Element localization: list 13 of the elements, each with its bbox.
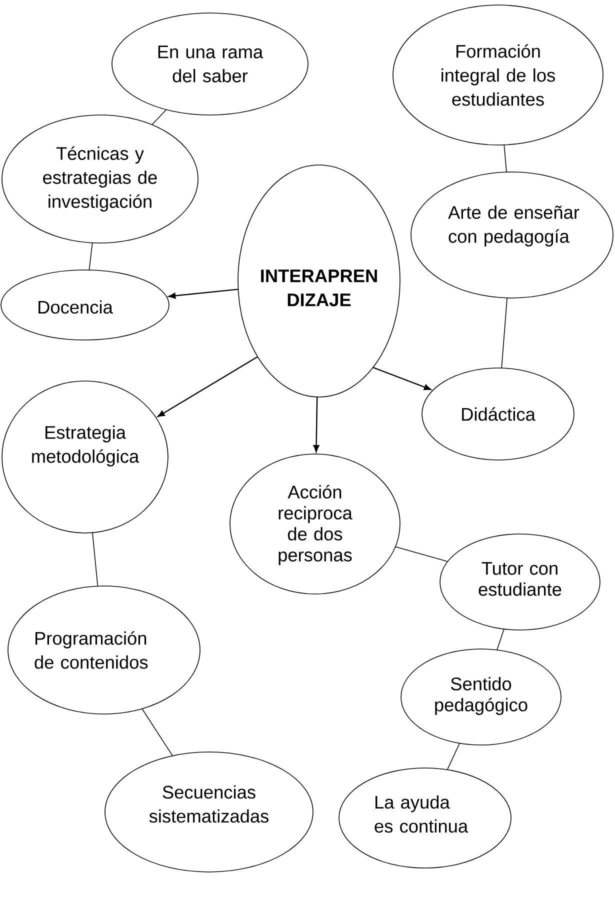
connector-line bbox=[504, 144, 507, 172]
arrow bbox=[168, 288, 238, 299]
arrow bbox=[313, 396, 320, 452]
connector-line bbox=[501, 298, 508, 368]
connector-line bbox=[88, 242, 93, 270]
connector-line bbox=[92, 532, 98, 587]
arrow bbox=[157, 356, 258, 418]
connector-line bbox=[446, 742, 460, 770]
connector-line bbox=[152, 109, 167, 126]
connector-line bbox=[395, 546, 448, 562]
arrow bbox=[372, 366, 432, 390]
connector-line bbox=[496, 628, 504, 650]
connector-line bbox=[142, 708, 173, 756]
